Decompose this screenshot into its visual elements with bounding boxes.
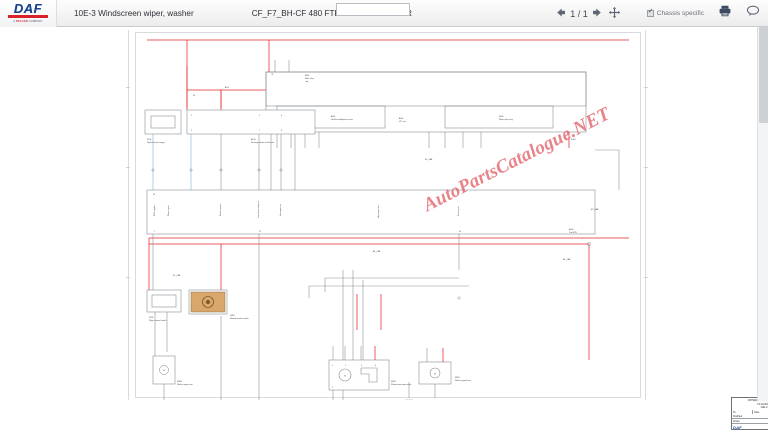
title-block-daf-logo: DAF (733, 424, 742, 430)
svg-text:M303: M303 (177, 381, 182, 383)
svg-text:A001: A001 (331, 115, 335, 118)
svg-text:S1_CAB: S1_CAB (173, 274, 181, 277)
title-heading-line2: 10E-3 (760, 405, 768, 409)
svg-text:E003: E003 (571, 139, 575, 141)
svg-text:Wiper park relay: Wiper park relay (499, 118, 513, 121)
previous-page-icon[interactable] (554, 6, 567, 21)
title-block-revision-row: Nr. Date Sign (732, 410, 768, 415)
svg-text:M: M (163, 370, 165, 372)
printer-icon[interactable] (718, 4, 732, 23)
toolbar-right-group: 1 / 1 Chassis specific (554, 0, 762, 27)
svg-text:A1_CAB: A1_CAB (563, 258, 571, 261)
sheet-border (135, 32, 641, 398)
svg-text:3: 3 (361, 365, 362, 367)
svg-text:6: 6 (281, 115, 282, 117)
page-tick (126, 167, 130, 168)
pan-move-icon[interactable] (608, 6, 621, 22)
diagram-viewer[interactable]: .pw { stroke:#e2272c; stroke-width:.75; … (0, 27, 768, 430)
svg-text:Heated washer nozzle: Heated washer nozzle (230, 317, 249, 320)
svg-text:Low speed out: Low speed out (279, 203, 282, 216)
chassis-specific-toggle[interactable]: Chassis specific (646, 8, 704, 17)
svg-text:S1: S1 (193, 95, 195, 97)
model-code: CF_F7_BH-CF 480 FTP (251, 8, 340, 18)
svg-text:12: 12 (259, 231, 261, 233)
daf-red-bar (8, 15, 48, 18)
svg-text:2: 2 (191, 130, 192, 132)
comment-bubble-icon[interactable] (746, 4, 760, 23)
svg-text:E001: E001 (305, 75, 309, 77)
daf-logo: DAF A PACCAR COMPANY (0, 0, 57, 27)
search-input[interactable] (336, 3, 410, 16)
page-tick (644, 277, 648, 278)
svg-text:Washer output: Washer output (219, 203, 222, 216)
svg-text:Wiper/washer supply: Wiper/washer supply (147, 141, 165, 144)
svg-text:VIC unit: VIC unit (399, 120, 406, 123)
svg-text:A5-4: A5-4 (225, 86, 229, 89)
svg-text:E1_CAB: E1_CAB (425, 158, 433, 161)
svg-text:S201: S201 (149, 317, 153, 319)
svg-text:24: 24 (459, 231, 461, 233)
chassis-specific-label: Chassis specific (656, 10, 704, 17)
svg-text:2: 2 (345, 365, 346, 367)
svg-text:F101: F101 (147, 139, 151, 141)
title-block-footer: DAF Scale 1 10E-3 (732, 424, 768, 430)
revision-date: Date (753, 410, 768, 414)
svg-text:Wiper signal: Wiper signal (167, 205, 170, 216)
daf-tagline: A PACCAR COMPANY (13, 19, 43, 23)
svg-text:5: 5 (259, 115, 260, 117)
svg-text:Windscreen wiper motor: Windscreen wiper motor (391, 383, 412, 386)
svg-text:Wiper interval switch: Wiper interval switch (149, 319, 166, 322)
diagram-page: .pw { stroke:#e2272c; stroke-width:.75; … (128, 30, 768, 430)
page-tick (644, 87, 648, 88)
svg-text:1: 1 (154, 231, 155, 233)
page-tick (126, 277, 130, 278)
svg-text:High speed out: High speed out (377, 205, 380, 218)
svg-text:Steering column switch unit: Steering column switch unit (251, 141, 274, 144)
svg-text:Washer pump rear: Washer pump rear (177, 383, 193, 386)
svg-text:A002: A002 (569, 228, 573, 231)
svg-text:Park signal: Park signal (457, 206, 460, 216)
page-navigation: 1 / 1 (554, 6, 621, 22)
svg-text:Main relay: Main relay (305, 77, 314, 80)
svg-text:5: 5 (332, 387, 333, 389)
svg-text:E002: E002 (499, 116, 503, 118)
svg-text:E2_CAB: E2_CAB (591, 208, 599, 211)
svg-text:M: M (434, 374, 436, 376)
page-indicator: 1 / 1 (570, 8, 588, 19)
svg-text:M302: M302 (455, 377, 460, 379)
page-tick (644, 167, 648, 168)
svg-text:1: 1 (191, 115, 192, 117)
svg-text:M301: M301 (391, 381, 396, 383)
scrollbar-thumb[interactable] (759, 27, 768, 123)
svg-text:Washer pump front: Washer pump front (455, 379, 471, 382)
vertical-scrollbar[interactable] (757, 27, 768, 402)
top-toolbar: DAF A PACCAR COMPANY 10E-3 Windscreen wi… (0, 0, 768, 27)
next-page-icon[interactable] (591, 6, 604, 21)
svg-text:X1: X1 (272, 73, 274, 75)
svg-text:Intermittent relay out: Intermittent relay out (257, 200, 260, 218)
svg-text:H401: H401 (230, 315, 235, 317)
chassis-specific-checkbox[interactable] (646, 8, 654, 17)
svg-text:A144: A144 (251, 138, 255, 141)
svg-text:7: 7 (259, 130, 260, 132)
svg-text:1: 1 (332, 365, 333, 367)
page-tick (126, 87, 130, 88)
svg-text:8: 8 (281, 130, 282, 132)
svg-text:A4_CAB: A4_CAB (373, 250, 381, 253)
svg-text:A001: A001 (399, 117, 403, 120)
svg-text:cab: cab (305, 81, 308, 83)
svg-text:X1: X1 (153, 194, 155, 196)
document-title: 10E-3 Windscreen wiper, washer (74, 8, 194, 18)
wiring-diagram-svg: .pw { stroke:#e2272c; stroke-width:.75; … (144, 39, 629, 400)
svg-text:M: M (344, 376, 346, 378)
svg-text:4: 4 (375, 365, 376, 367)
svg-text:Cab ECU: Cab ECU (569, 232, 578, 234)
svg-text:ECU supply +: ECU supply + (154, 203, 156, 216)
revision-nr: Nr. (732, 410, 754, 415)
daf-wordmark: DAF (13, 1, 43, 17)
svg-text:Vehicle intelligence centre: Vehicle intelligence centre (331, 118, 353, 121)
